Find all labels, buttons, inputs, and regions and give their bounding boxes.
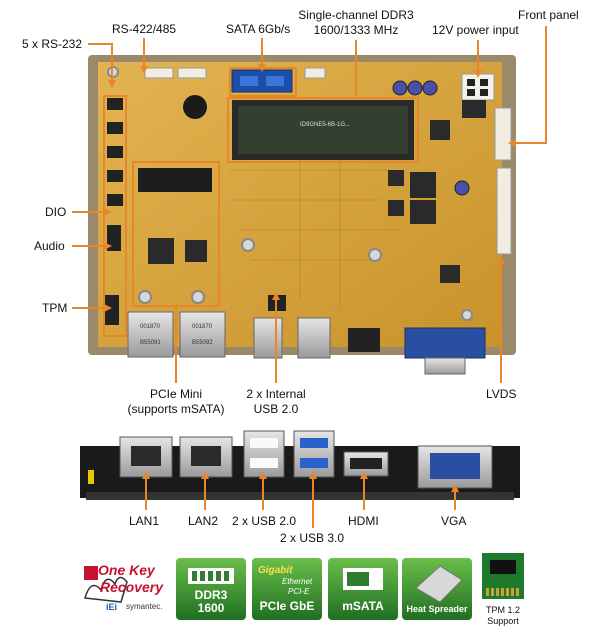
- okr-line2: Recovery: [100, 579, 164, 595]
- callout-lines: [72, 26, 547, 528]
- board-print-lan-c: B55091: [140, 340, 161, 346]
- label-dio: DIO: [45, 205, 67, 219]
- msata-badge: [328, 558, 398, 620]
- label-ddr3-line1: Single-channel DDR3: [298, 8, 414, 22]
- ddr3-badge-line1: DDR3: [194, 588, 228, 602]
- label-lan1: LAN1: [129, 514, 160, 528]
- label-pcie-line2: (supports mSATA): [127, 402, 225, 416]
- board-print-lan-b: 001870: [192, 324, 213, 330]
- label-usb30: 2 x USB 3.0: [280, 531, 345, 545]
- okr-line1: One Key: [98, 562, 155, 578]
- board-print-sodimm: ID9GNE5-6B-1G...: [300, 122, 351, 128]
- label-rs232: 5 x RS-232: [22, 37, 83, 51]
- label-rs422: RS-422/485: [112, 22, 177, 36]
- label-tpm: TPM: [42, 301, 68, 315]
- label-sata: SATA 6Gb/s: [226, 22, 291, 36]
- label-pcie-line1: PCIe Mini: [149, 387, 202, 401]
- label-lvds: LVDS: [486, 387, 517, 401]
- okr-brand-symantec: symantec.: [126, 602, 163, 611]
- label-audio: Audio: [34, 239, 65, 253]
- gbe-badge-label: PCIe GbE: [259, 599, 315, 613]
- pcie-gbe-badge: [252, 558, 322, 620]
- label-power: 12V power input: [432, 23, 519, 37]
- label-lan2: LAN2: [188, 514, 219, 528]
- ddr3-badge-line2: 1600: [197, 601, 225, 615]
- heat-spreader-badge: [402, 558, 472, 620]
- tpm-module-image: [482, 553, 524, 599]
- board-print-lan-a: 001870: [140, 324, 161, 330]
- gbe-badge-top2: Ethernet: [282, 577, 313, 586]
- tpm-support-line2: Support: [487, 616, 519, 626]
- tpm-support-line1: TPM 1.2: [485, 605, 520, 615]
- label-usb-internal-line2: USB 2.0: [253, 402, 299, 416]
- label-front-panel: Front panel: [518, 8, 579, 22]
- heat-spreader-label: Heat Spreader: [406, 604, 468, 614]
- board-print-lan-d: B55092: [192, 340, 213, 346]
- msata-badge-label: mSATA: [342, 599, 384, 613]
- ddr3-badge: [176, 558, 246, 620]
- gbe-badge-top1: Gigabit: [258, 565, 293, 576]
- one-key-recovery-logo: [78, 556, 168, 618]
- board-side-view: [80, 430, 520, 500]
- label-usb-internal-line1: 2 x Internal: [246, 387, 306, 401]
- gbe-badge-top3: PCI-E: [288, 587, 310, 596]
- label-ddr3-line2: 1600/1333 MHz: [313, 23, 399, 37]
- label-vga: VGA: [441, 514, 467, 528]
- label-usb20: 2 x USB 2.0: [232, 514, 297, 528]
- label-hdmi: HDMI: [348, 514, 379, 528]
- okr-brand-iei: iEi: [106, 602, 118, 612]
- board-top-view: [88, 55, 516, 375]
- callout-arrows: [104, 64, 516, 492]
